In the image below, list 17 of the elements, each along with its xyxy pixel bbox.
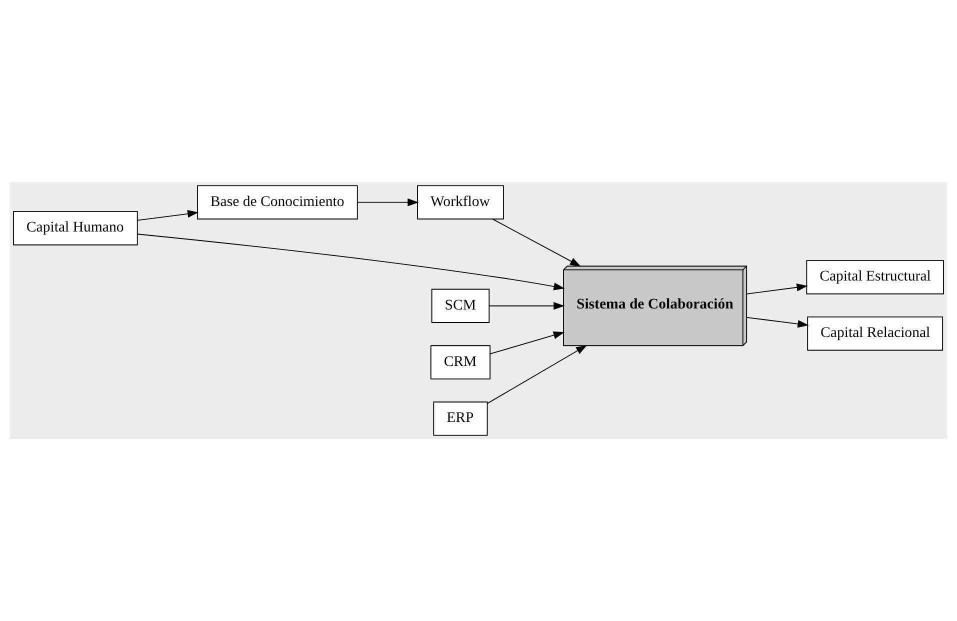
- node-box: SCM: [431, 288, 490, 323]
- arrow: [486, 345, 588, 404]
- node-box: Capital Relacional: [807, 316, 944, 351]
- arrow: [137, 210, 199, 221]
- arrow: [488, 302, 565, 310]
- node-box: Capital Estructural: [806, 260, 944, 294]
- arrow: [746, 284, 808, 294]
- arrow: [137, 234, 565, 290]
- arrow: [492, 218, 582, 267]
- node-box: Capital Humano: [13, 211, 138, 246]
- arrow: [490, 331, 565, 354]
- node-box: Base de Conocimiento: [197, 185, 358, 220]
- node-box: Workflow: [417, 185, 504, 220]
- node-box: ERP: [433, 402, 488, 436]
- arrow: [357, 198, 419, 206]
- node-box: CRM: [430, 345, 491, 380]
- arrow: [746, 316, 809, 328]
